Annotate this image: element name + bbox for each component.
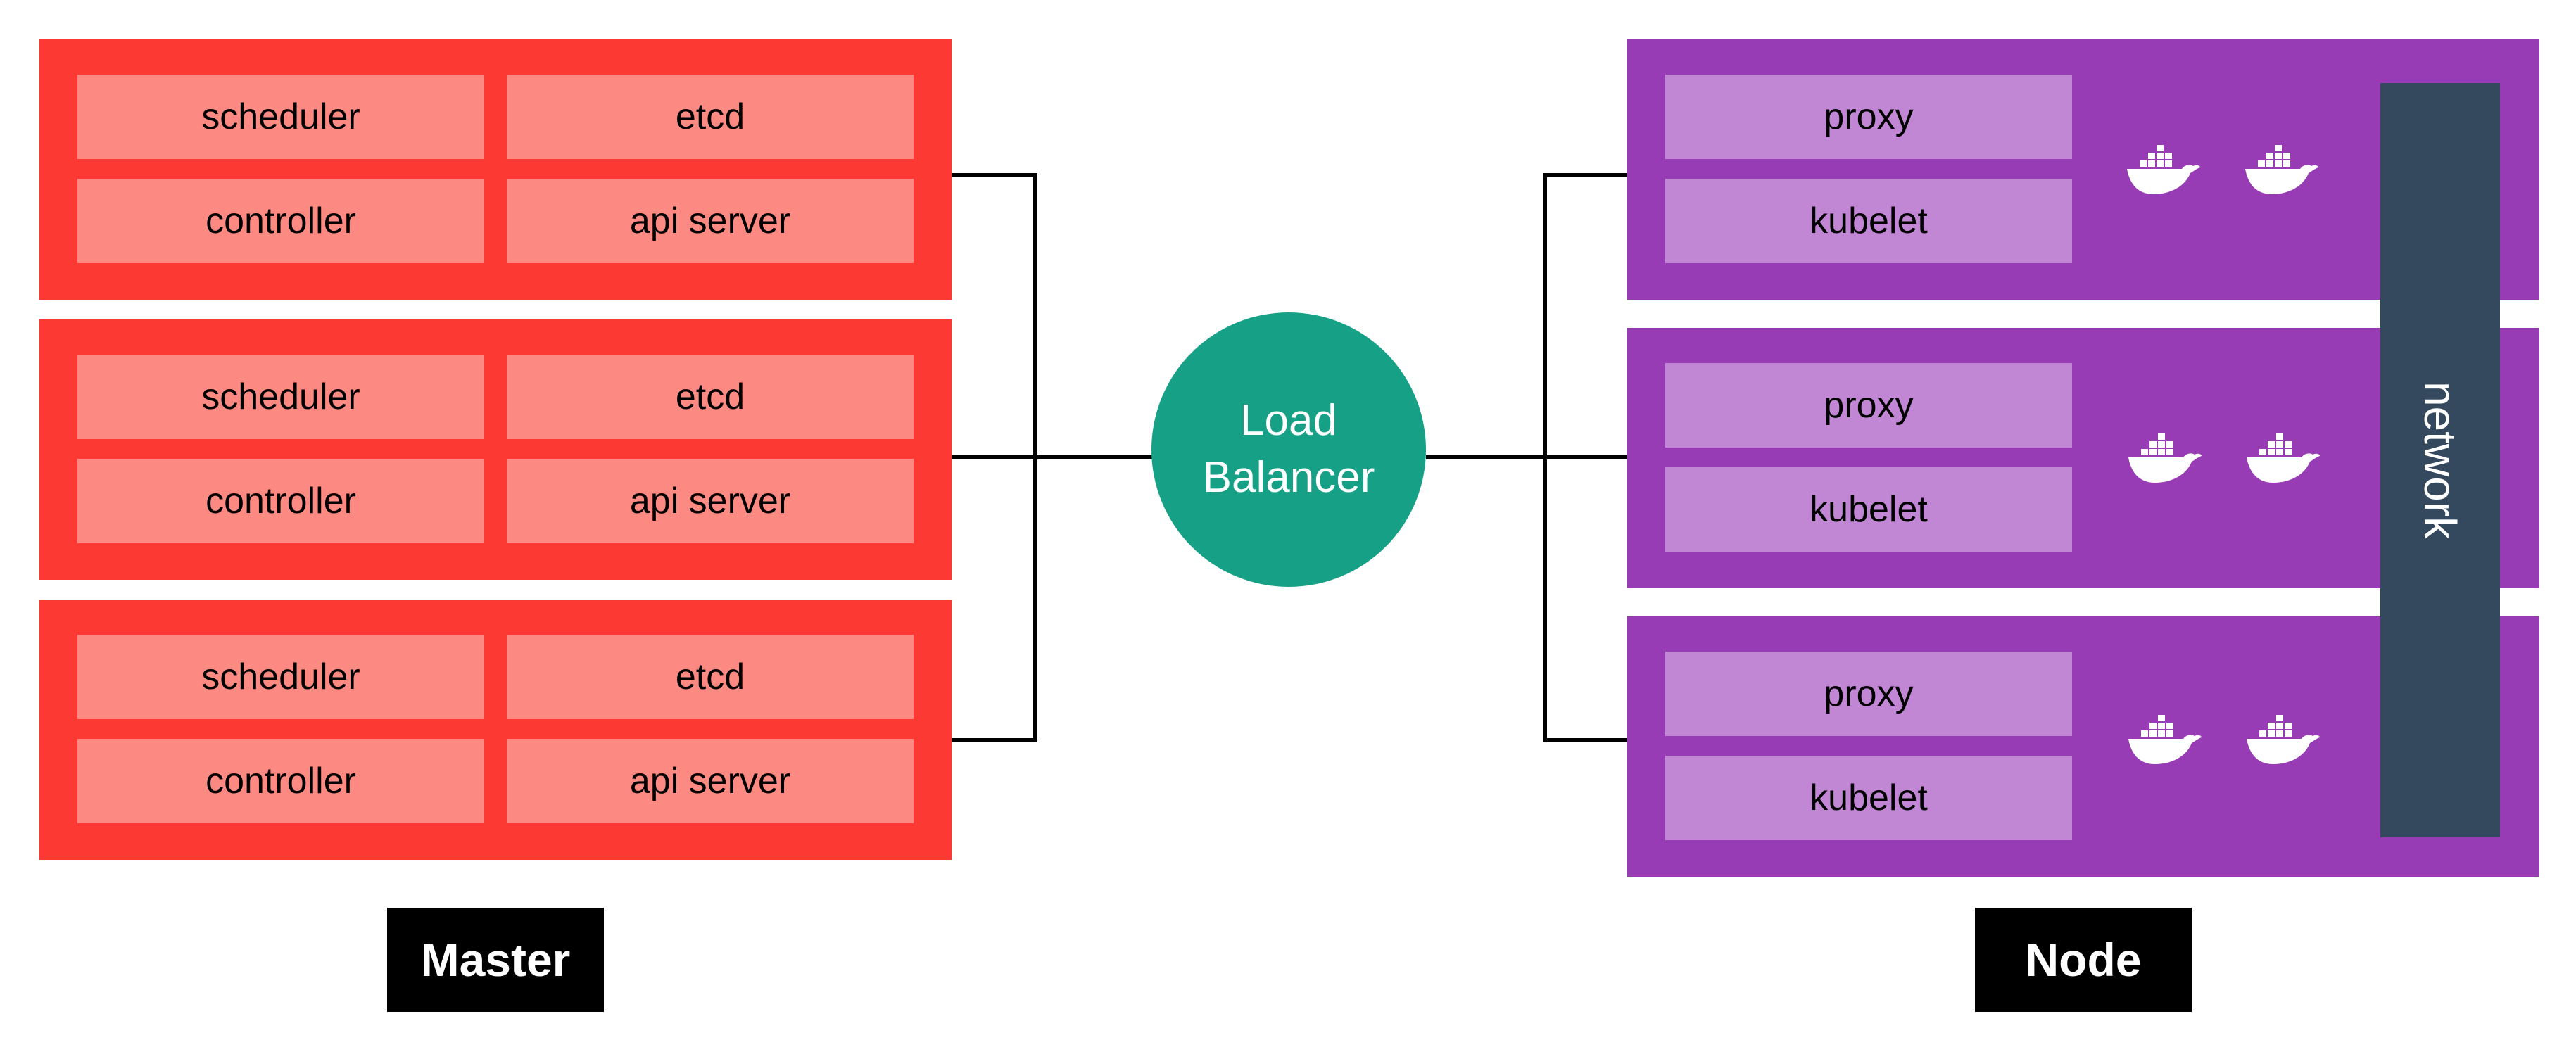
api-server-cell: api server	[507, 739, 914, 823]
controller-cell: controller	[77, 739, 484, 823]
scheduler-cell: scheduler	[77, 75, 484, 159]
proxy-cell: proxy	[1665, 363, 2072, 448]
node-label: Node	[1975, 908, 2192, 1012]
load-balancer-label-line1: Load	[1240, 396, 1337, 445]
load-balancer-label-line2: Balancer	[1202, 453, 1375, 502]
kubelet-cell: kubelet	[1665, 756, 2072, 840]
docker-whale-icon	[2128, 433, 2202, 483]
proxy-cell: proxy	[1665, 75, 2072, 159]
load-balancer: Load Balancer	[1151, 312, 1426, 587]
controller-cell: controller	[77, 459, 484, 543]
api-server-cell: api server	[507, 179, 914, 263]
api-server-cell: api server	[507, 459, 914, 543]
proxy-cell: proxy	[1665, 652, 2072, 736]
scheduler-cell: scheduler	[77, 635, 484, 719]
master-label: Master	[387, 908, 604, 1012]
network-bar: network	[2380, 83, 2500, 837]
docker-whale-icon	[2245, 145, 2318, 194]
docker-whale-icon	[2247, 715, 2320, 764]
etcd-cell: etcd	[507, 355, 914, 439]
etcd-cell: etcd	[507, 635, 914, 719]
scheduler-cell: scheduler	[77, 355, 484, 439]
docker-whale-icon	[2247, 433, 2320, 483]
docker-whale-icon	[2127, 145, 2200, 194]
docker-whale-icon	[2128, 715, 2202, 764]
network-label: network	[2415, 381, 2465, 540]
etcd-cell: etcd	[507, 75, 914, 159]
kubelet-cell: kubelet	[1665, 179, 2072, 263]
kubelet-cell: kubelet	[1665, 467, 2072, 552]
controller-cell: controller	[77, 179, 484, 263]
